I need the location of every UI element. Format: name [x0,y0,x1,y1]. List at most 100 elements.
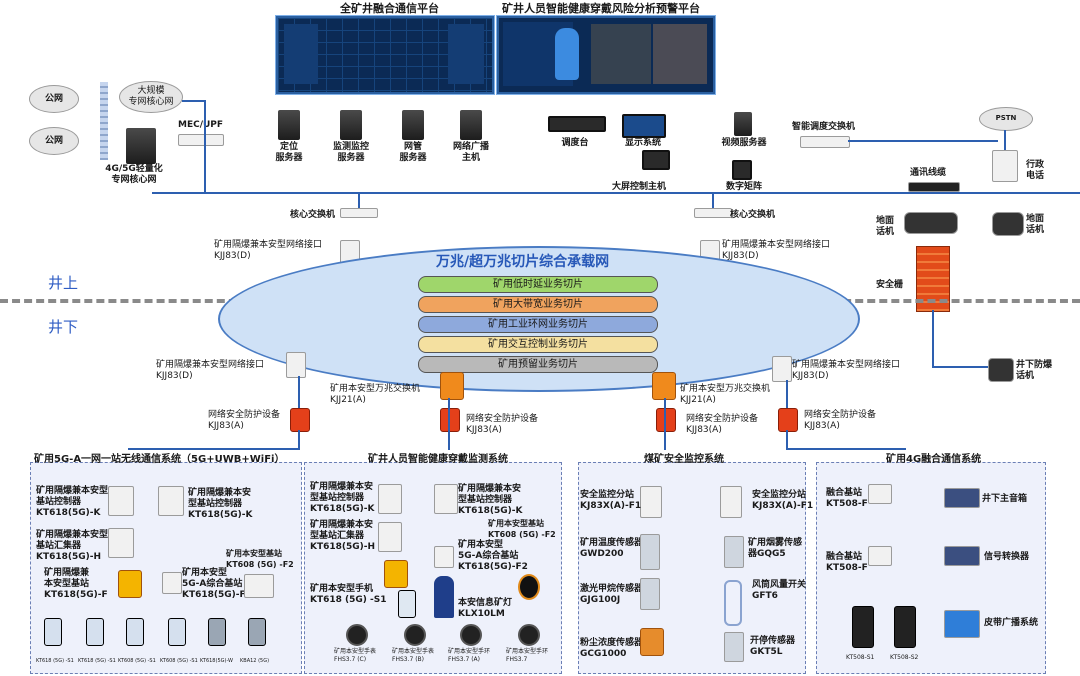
video-server-icon [734,112,752,136]
5g-device-4-label: KT618(5G)-W [200,658,233,664]
core-switch-left-label: 核心交换机 [290,210,336,220]
4g-base2-label: 融合基站 KT508-F [826,552,868,573]
4g-belt-label: 皮带广播系统 [984,618,1039,628]
sec-dev-4-label: 网络安全防护设备 KJJ83(A) [804,410,877,431]
4g-base2-icon [868,546,892,566]
health-phone-icon [398,590,416,618]
platform1-title: 全矿井融合通信平台 [340,2,439,15]
watch-1-label: 矿用本安型手表 FHS3.7 (B) [392,648,435,663]
pstn-link [848,140,998,142]
health-ctrl-left-icon [378,484,402,514]
sec-dev-3-label: 网络安全防护设备 KJJ83(A) [686,414,759,435]
bigscreen-host-icon [642,150,670,170]
public-net-cloud-1 [30,86,78,112]
health-orange-base-icon [384,560,408,588]
left-vertical [204,100,206,192]
conn-4 [786,380,788,408]
underground-phone-label: 井下防爆 话机 [1016,360,1053,381]
5g-ctrl-right-icon [158,486,184,516]
dust-sensor-icon [640,628,664,656]
watch-0-label: 矿用本安型手表 FHS3.7 (C) [334,648,377,663]
public-net-label-1: 公网 [44,94,63,104]
slice-0: 矿用低时延业务切片 [418,276,658,293]
safety-sub-right-icon [720,486,742,518]
smoke-sensor-label: 矿用烟雾传感 器GQG5 [748,538,803,559]
watch-0-icon [346,624,368,646]
iface-right-top-label: 矿用隔爆兼本安型网络接口 KJJ83(D) [722,240,831,261]
above-ground-label: 井上 [48,274,79,292]
sec-dev-4-icon [778,408,798,432]
iface-right-bottom-label: 矿用隔爆兼本安型网络接口 KJJ83(D) [792,360,901,381]
watch-3-label: 矿用本安型手环 FHS3.7 [506,648,549,663]
admin-phone-icon [992,150,1018,182]
barrier-vertical [932,310,934,368]
health-collector-icon [378,522,402,552]
5g-device-3-label: KT608 (5G) -S1 [160,658,198,664]
fan-switch-label: 风筒风量开关 GFT6 [752,580,807,601]
5g-collector-icon [108,528,134,558]
5g-ctrl-right-label: 矿用隔爆兼本安 型基站控制器 KT618(5G)-K [188,488,253,520]
4g-speaker-label: 井下主音箱 [982,494,1028,504]
health-ctrl-right-icon [434,484,458,514]
safety-barrier-label: 安全栅 [876,280,904,290]
watch-3-icon [518,624,540,646]
iface-left-bottom-label: 矿用隔爆兼本安型网络接口 KJJ83(D) [156,360,265,381]
mec-label: MEC/UPF [178,120,224,130]
safety-sub-right-label: 安全监控分站 KJ83X(A)-F1 [752,490,814,511]
light-core-server [126,128,156,164]
miner-figure-icon [434,576,454,618]
netmgmt-server-icon [402,110,424,140]
conn-3 [664,398,666,450]
temp-sensor-label: 矿用温度传感器 GWD200 [580,538,644,559]
dispatch-switch-label: 智能调度交换机 [792,122,856,132]
panel-safety [578,462,806,674]
top-bus [152,192,1080,194]
info-lamp-label: 本安信息矿灯 KLX10LM [458,598,513,619]
broadcast-host-icon [460,110,482,140]
dispatch-console-label: 调度台 [561,138,589,148]
conn-4c [786,448,906,450]
conn-1 [298,376,300,408]
5g-base-f-label: 矿用隔爆兼 本安型基站 KT618(5G)-F [44,568,108,600]
4g-converter-icon [944,546,980,566]
large-core-cloud [120,82,182,112]
5g-collector-label: 矿用隔爆兼本安型 基站汇集器 KT618(5G)-H [36,530,109,562]
5g-device-5-label: KBA12 (5G) [240,658,270,664]
ring-title: 万兆/超万兆切片综合承载网 [436,254,610,270]
miner-lamp-icon [518,574,540,600]
sec-dev-1-label: 网络安全防护设备 KJJ83(A) [208,410,281,431]
broadcast-host-label: 网络广播 主机 [452,142,489,163]
video-server-label: 视频服务器 [721,138,767,148]
dust-sensor-label: 粉尘浓度传感器 GCG1000 [580,638,644,659]
4g-belt-icon [944,610,980,638]
display-system-icon [622,114,666,138]
barrier-horizontal [932,366,988,368]
5g-device-2-label: KT608 (5G) -S1 [118,658,156,664]
firewall-left [100,82,108,160]
bigscreen-host-label: 大屏控制主机 [612,182,667,192]
panel-5g-title: 矿用5G-A一网一站无线通信系统（5G+UWB+WiFi） [34,454,285,465]
watch-1-icon [404,624,426,646]
netmgmt-server-label: 网管 服务器 [399,142,427,163]
door-sensor-icon [724,632,744,662]
conn-1b [298,430,300,450]
ground-phone-right-label: 地面 话机 [1026,214,1045,235]
slice-2: 矿用工业环网业务切片 [418,316,658,333]
slice-3: 矿用交互控制业务切片 [418,336,658,353]
matrix-label: 数字矩阵 [726,182,763,192]
health-collector-label: 矿用隔爆兼本安 型基站汇集器 KT618(5G)-H [310,520,376,552]
health-base-f2-label: 矿用本安型 5G-A综合基站 KT618(5G)-F2 [458,540,528,572]
watch-2-label: 矿用本安型手环 FHS3.7 (A) [448,648,491,663]
pstn-label: PSTN [995,114,1017,122]
5g-base-f2-label: 矿用本安型 5G-A综合基站 KT618(5G)-F2 [182,568,252,600]
dispatch-switch-icon [800,136,850,148]
sec-dev-2-label: 网络安全防护设备 KJJ83(A) [466,414,539,435]
5g-base-packet-icon [244,574,274,598]
4g-phone-2-icon [894,606,916,648]
5g-device-1-label: KT618 (5G) -S1 [78,658,116,664]
platform2-title: 矿井人员智能健康穿戴风险分析预警平台 [502,2,700,15]
panel-safety-title: 煤矿安全监控系统 [644,454,724,465]
4g-phone-1-icon [852,606,874,648]
panel-health-title: 矿井人员智能健康穿戴监测系统 [368,454,508,465]
health-ctrl-left-label: 矿用隔爆兼本安 型基站控制器 KT618(5G)-K [310,482,375,514]
